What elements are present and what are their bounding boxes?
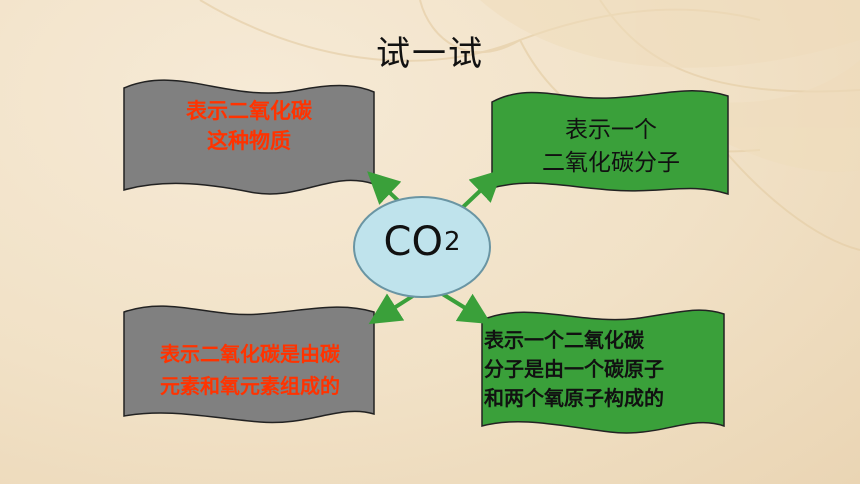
text-bottom-left: 表示二氧化碳是由碳 元素和氧元素组成的 <box>160 342 340 398</box>
text-bottom-right: 表示一个二氧化碳 分子是由一个碳原子 和两个氧原子构成的 <box>484 328 664 410</box>
arrow-to-top-right <box>460 169 503 210</box>
center-ellipse <box>353 196 491 298</box>
text-top-left: 表示二氧化碳 这种物质 <box>186 99 312 153</box>
arrow-to-bottom-left <box>368 292 418 325</box>
page-title: 试一试 <box>376 34 484 74</box>
banner-bottom-right <box>481 309 725 434</box>
text-top-right: 表示一个 二氧化碳分子 <box>542 117 680 176</box>
formula-subscript: 2 <box>443 227 461 257</box>
banner-top-right <box>491 89 729 196</box>
formula-main: CO <box>383 219 443 265</box>
banner-bottom-left <box>123 305 375 424</box>
arrow-to-bottom-right <box>434 288 492 325</box>
